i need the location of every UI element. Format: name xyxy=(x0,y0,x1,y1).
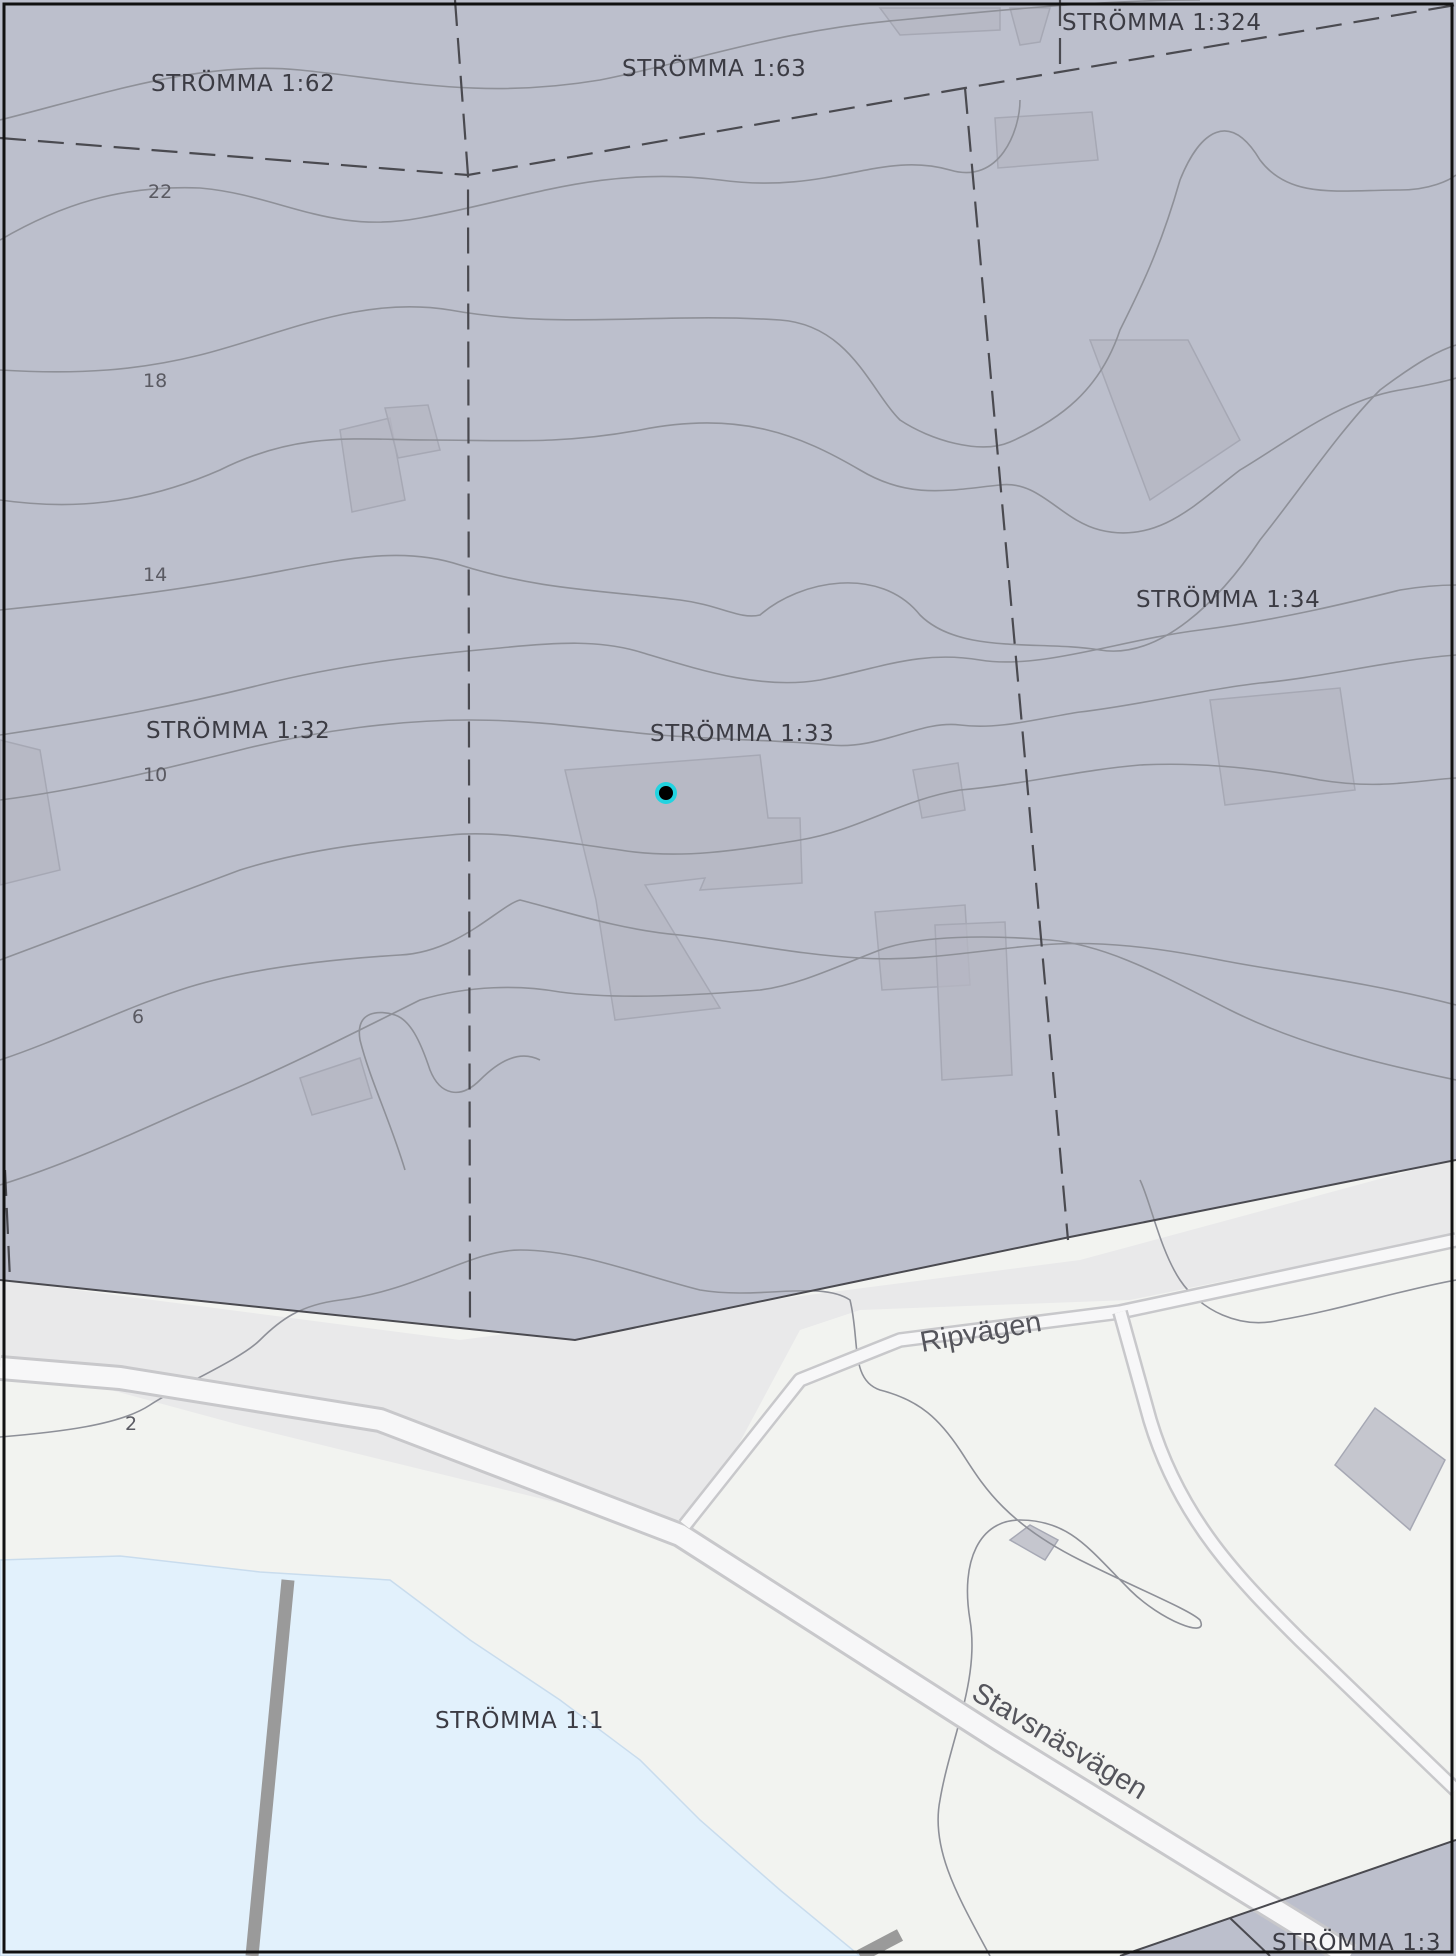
building xyxy=(1333,1406,1446,1532)
road-area xyxy=(0,1160,1450,1535)
contour-line xyxy=(0,654,1456,801)
building xyxy=(1209,687,1356,806)
contour-line xyxy=(0,899,1456,1061)
road-side xyxy=(1114,1310,1456,1794)
contour-label-6: 6 xyxy=(132,1006,144,1028)
building xyxy=(934,921,1013,1081)
road-stavsnasvagen xyxy=(0,1358,1356,1956)
location-dot-icon[interactable] xyxy=(655,782,677,804)
parcel-boundaries-dashed xyxy=(0,0,1456,1329)
contour-line xyxy=(0,377,1456,534)
contour-label-14: 14 xyxy=(143,564,167,586)
building xyxy=(339,417,406,513)
selected-parcels-area xyxy=(0,0,1456,1340)
building xyxy=(994,111,1099,169)
building xyxy=(1008,1524,1060,1562)
building xyxy=(384,404,441,459)
contour-line xyxy=(0,763,1456,961)
parcel-label-1-33: STRÖMMA 1:33 xyxy=(650,719,834,747)
contour-line xyxy=(0,584,1456,736)
parcel-label-1-1: STRÖMMA 1:1 xyxy=(435,1706,604,1734)
parcel-boundary xyxy=(1229,1917,1271,1956)
contour-label-2: 2 xyxy=(125,1413,137,1435)
parcel-label-1-324: STRÖMMA 1:324 xyxy=(1062,8,1262,36)
building xyxy=(0,739,61,886)
contour-line xyxy=(358,1011,541,1171)
building xyxy=(299,1057,373,1116)
building xyxy=(912,762,966,819)
parcel-boundary xyxy=(0,3,1456,177)
contour-line xyxy=(0,344,1456,652)
parcel-boundaries-solid xyxy=(0,1159,1456,1956)
parcel-label-1-32: STRÖMMA 1:32 xyxy=(146,716,330,744)
parcel-label-1-34: STRÖMMA 1:34 xyxy=(1136,585,1320,613)
building xyxy=(564,754,803,1021)
parcel-boundary xyxy=(1119,1839,1456,1956)
parcel-boundary xyxy=(453,0,472,1329)
contour-line xyxy=(0,130,1456,448)
parcel-boundary xyxy=(0,1159,1456,1342)
contour-line xyxy=(0,99,1021,241)
pier xyxy=(245,1579,295,1956)
parcel-boundary xyxy=(3,1169,12,1281)
parcel-label-1-62: STRÖMMA 1:62 xyxy=(151,69,335,97)
contour-line xyxy=(0,0,1201,121)
parcel-boundary xyxy=(963,87,1070,1241)
building xyxy=(1088,339,1241,502)
roads xyxy=(0,1232,1456,1956)
contour-line xyxy=(1139,1179,1456,1324)
contour-label-22: 22 xyxy=(148,181,172,203)
building xyxy=(878,7,1001,36)
buildings xyxy=(0,7,1446,1562)
contour-label-10: 10 xyxy=(143,764,167,786)
road-ripvagen xyxy=(680,1234,1456,1529)
parcel-label-1-63: STRÖMMA 1:63 xyxy=(622,54,806,82)
water-area xyxy=(0,1555,862,1956)
contour-line xyxy=(0,1249,1203,1956)
contour-label-18: 18 xyxy=(143,370,167,392)
contour-line xyxy=(0,936,1456,1186)
